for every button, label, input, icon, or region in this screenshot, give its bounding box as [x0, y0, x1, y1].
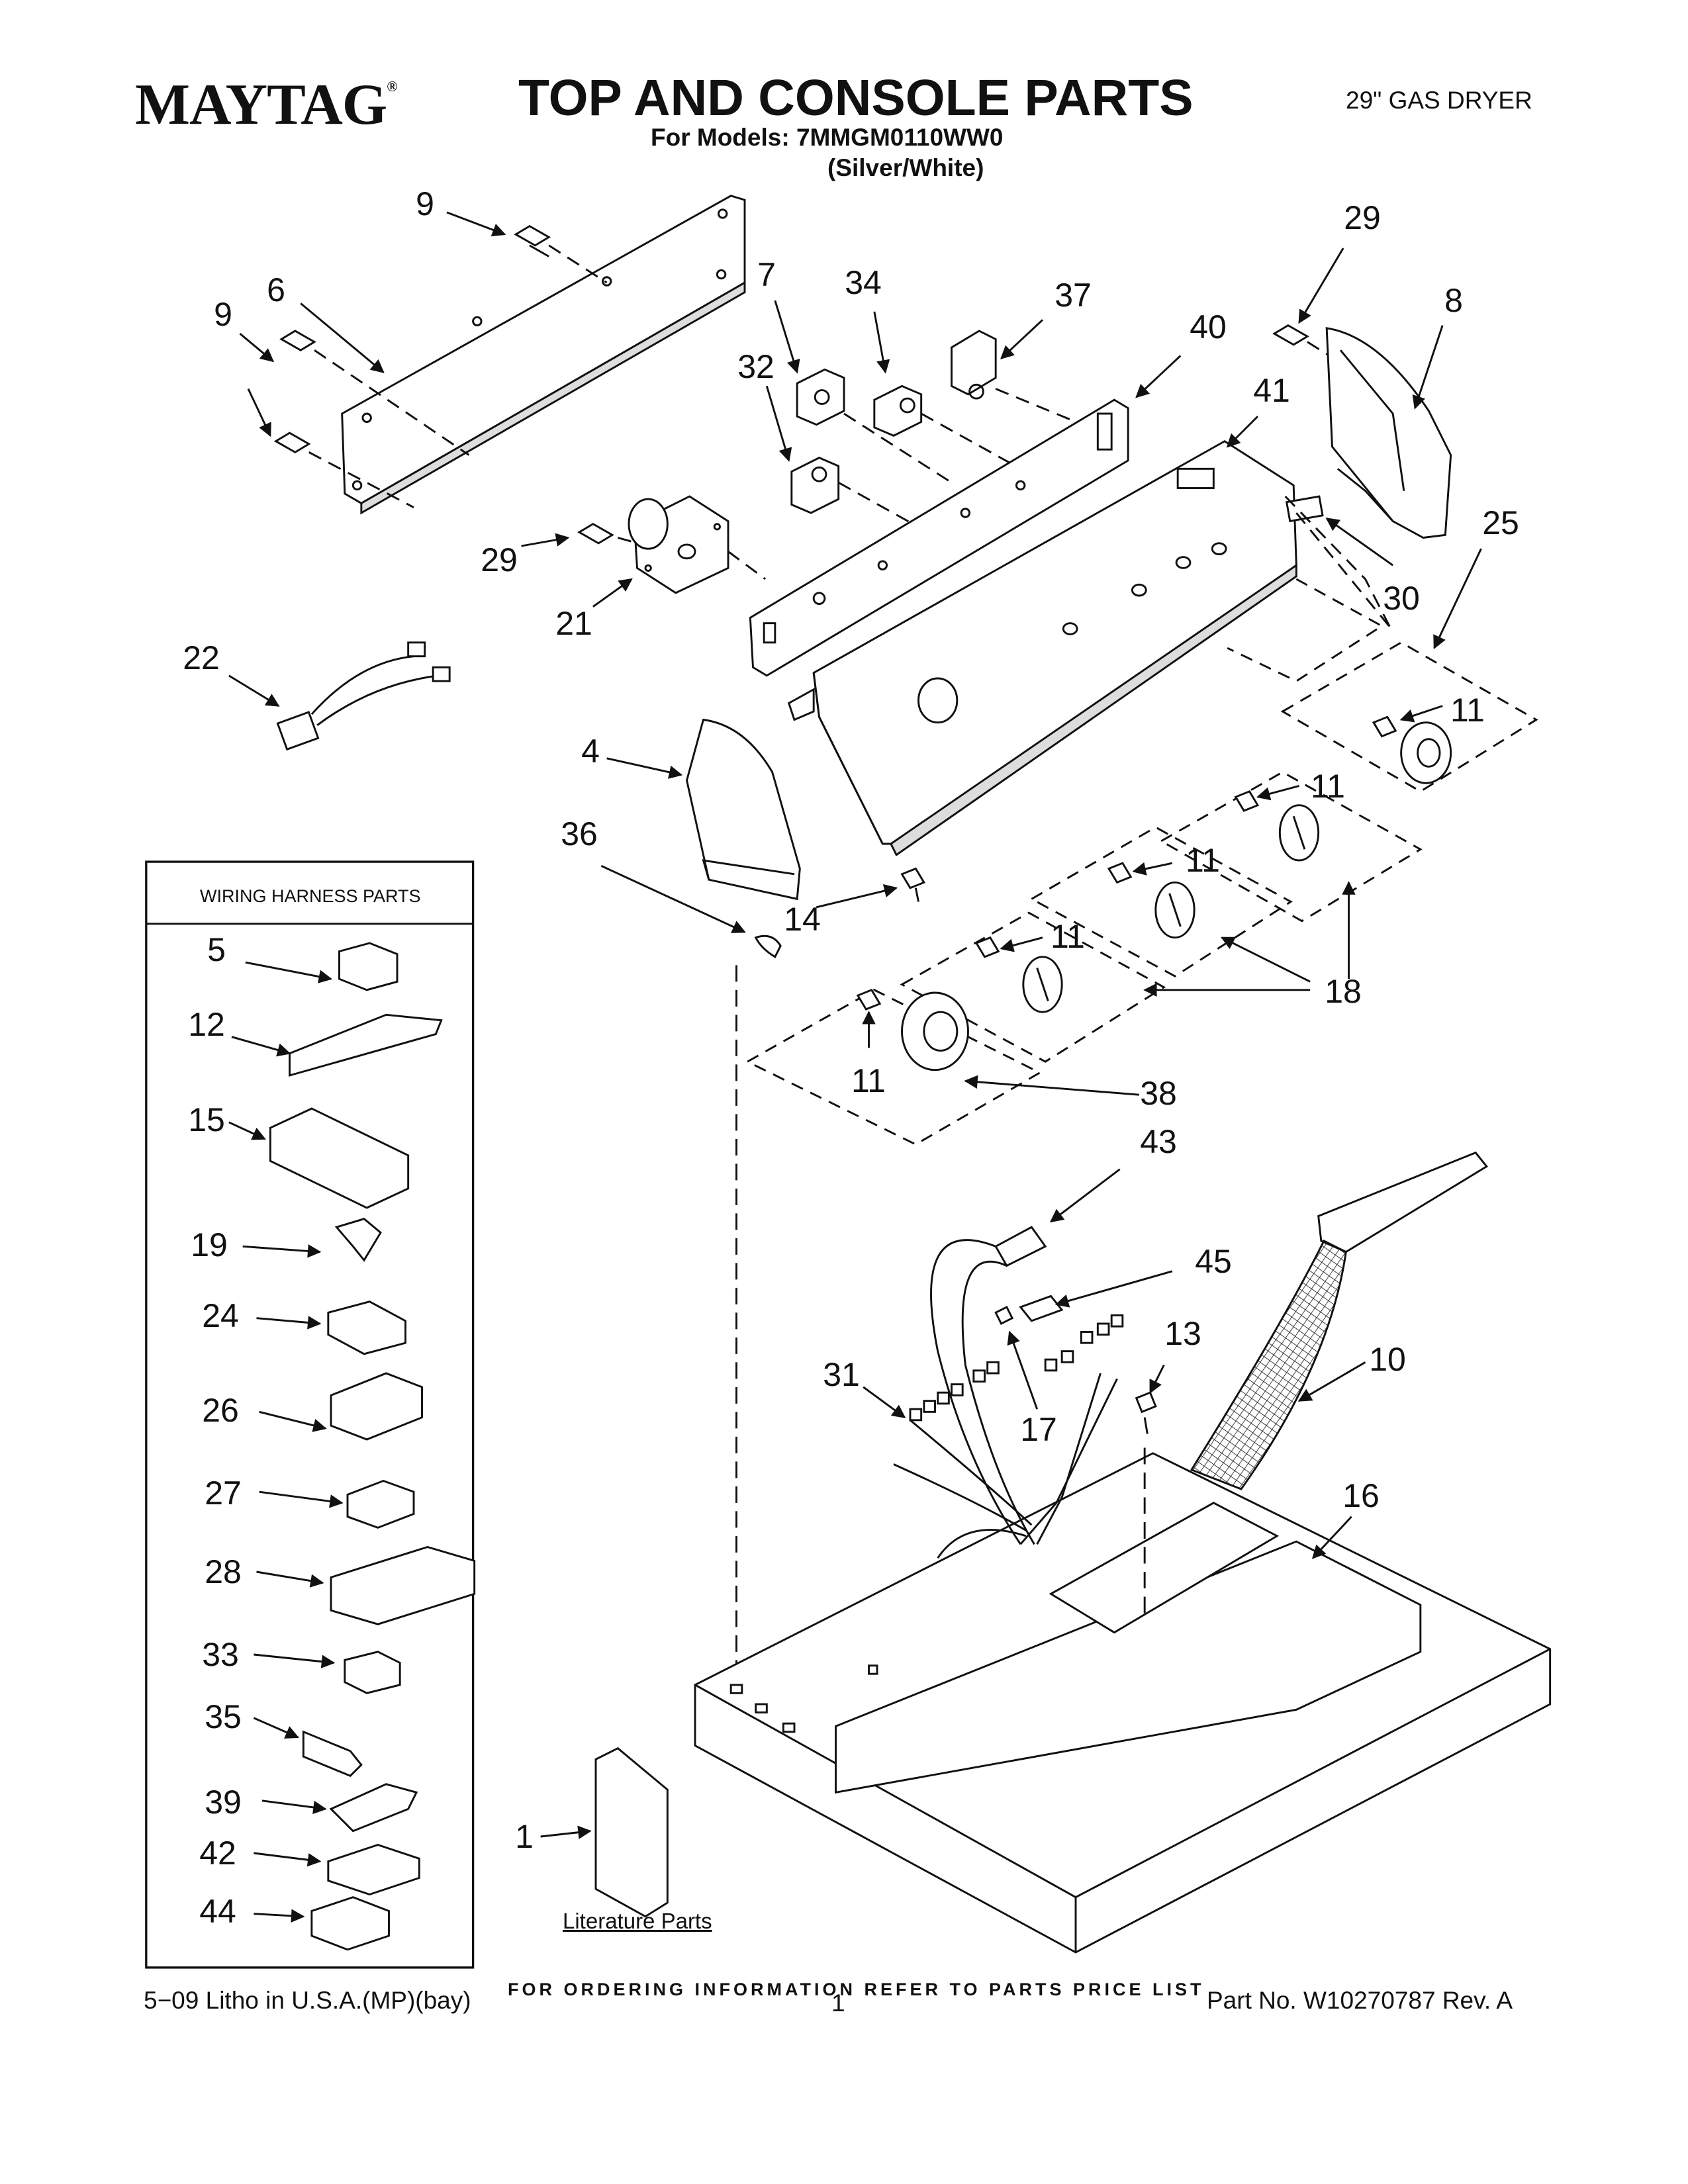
lint-filter: [1190, 1151, 1489, 1490]
part-number: Part No. W10270787 Rev. A: [1207, 1987, 1513, 2014]
callout-10: 10: [1369, 1341, 1406, 1378]
ordering-note: FOR ORDERING INFORMATION REFER TO PARTS …: [508, 1979, 1205, 1999]
callout-6: 6: [267, 271, 285, 308]
callout-7: 7: [757, 256, 776, 293]
knob-18b: [1154, 881, 1196, 939]
callout-29: 29: [1344, 199, 1381, 236]
callout-41: 41: [1253, 372, 1290, 409]
end-cap-left: [685, 718, 801, 901]
end-cap: [1325, 327, 1452, 539]
screw-icon: [900, 867, 925, 902]
callout-22: 22: [183, 639, 220, 676]
clip-36: [754, 934, 782, 958]
callout-24: 24: [202, 1297, 239, 1334]
bracket-45: [1019, 1295, 1064, 1322]
callout-38: 38: [1140, 1075, 1177, 1112]
switch-34: [873, 385, 923, 437]
callout-44: 44: [199, 1893, 236, 1930]
callout-12: 12: [188, 1006, 225, 1043]
console-back-panel: [341, 195, 746, 515]
page-title: TOP AND CONSOLE PARTS: [518, 69, 1194, 126]
callout-8: 8: [1444, 282, 1463, 319]
callout-19: 19: [191, 1226, 228, 1263]
callout-11: 11: [1311, 768, 1345, 805]
callout-14: 14: [784, 901, 821, 938]
screw-icon: [1272, 324, 1309, 346]
brand-logo: MAYTAG®: [135, 73, 398, 137]
callout-26: 26: [202, 1392, 239, 1429]
callout-11: 11: [1450, 692, 1485, 729]
screw-icon: [514, 224, 551, 257]
page-number: 1: [831, 1989, 845, 2017]
callout-15: 15: [188, 1101, 225, 1138]
switch-7: [796, 368, 845, 426]
callout-30: 30: [1383, 580, 1420, 617]
screw-icon: [577, 522, 614, 545]
callout-40: 40: [1190, 308, 1227, 345]
callout-34: 34: [845, 264, 882, 301]
knob-18a: [1278, 804, 1320, 862]
screw-icon: [1135, 1391, 1157, 1434]
wire-harness-22: [276, 641, 451, 751]
callout-37: 37: [1055, 277, 1092, 314]
callout-45: 45: [1195, 1243, 1232, 1280]
litho-line: 5−09 Litho in U.S.A.(MP)(bay): [144, 1987, 471, 2014]
inset-title: WIRING HARNESS PARTS: [200, 886, 421, 906]
callout-16: 16: [1342, 1477, 1380, 1514]
literature-parts-label: Literature Parts: [563, 1909, 712, 1933]
callout-arrows: [228, 211, 1482, 1923]
inset-parts: [269, 942, 476, 1951]
callout-9: 9: [214, 296, 232, 333]
callout-21: 21: [555, 605, 592, 642]
screw-icon: [273, 432, 311, 454]
callout-32: 32: [737, 348, 774, 385]
console-mount-plate: [749, 398, 1129, 677]
literature-booklet: [594, 1747, 669, 1918]
clip-11b: [1234, 790, 1260, 812]
callout-35: 35: [205, 1698, 242, 1735]
clip-11a: [1372, 715, 1397, 738]
switch-32: [790, 457, 840, 514]
timer: [628, 495, 729, 594]
switch-37: [951, 330, 997, 400]
callout-36: 36: [561, 815, 598, 852]
callout-11: 11: [851, 1062, 886, 1099]
callout-25: 25: [1482, 504, 1519, 541]
control-console: [787, 439, 1297, 856]
callout-43: 43: [1140, 1123, 1177, 1160]
knob-25: [1400, 721, 1452, 784]
clip-11d: [974, 936, 1000, 958]
callout-28: 28: [205, 1553, 242, 1590]
callout-31: 31: [823, 1356, 860, 1393]
clip-11e: [856, 989, 882, 1011]
callout-42: 42: [199, 1835, 236, 1872]
callout-27: 27: [205, 1475, 242, 1512]
screw-icon: [994, 1306, 1014, 1325]
product-type: 29" GAS DRYER: [1346, 87, 1532, 114]
callout-4: 4: [581, 733, 600, 770]
callout-11: 11: [1051, 918, 1085, 955]
knob-18c: [1022, 956, 1063, 1013]
models-line: For Models: 7MMGM0110WW0: [651, 124, 1004, 151]
callout-29: 29: [481, 541, 518, 578]
callout-39: 39: [205, 1784, 242, 1821]
callout-18: 18: [1325, 973, 1362, 1010]
callout-33: 33: [202, 1636, 239, 1673]
callout-5: 5: [207, 931, 226, 968]
callout-9: 9: [416, 185, 434, 222]
callout-17: 17: [1020, 1411, 1057, 1448]
callout-11: 11: [1186, 842, 1220, 879]
knob-38: [901, 991, 969, 1071]
connector-terminals: [909, 1314, 1124, 1422]
clip-11c: [1107, 862, 1133, 884]
color-line: (Silver/White): [827, 154, 984, 181]
main-wire-harness: [893, 1226, 1118, 1559]
callout-1: 1: [515, 1818, 534, 1855]
screw-icon: [279, 330, 316, 351]
top-panel: [694, 1452, 1552, 1954]
callout-13: 13: [1164, 1315, 1201, 1352]
